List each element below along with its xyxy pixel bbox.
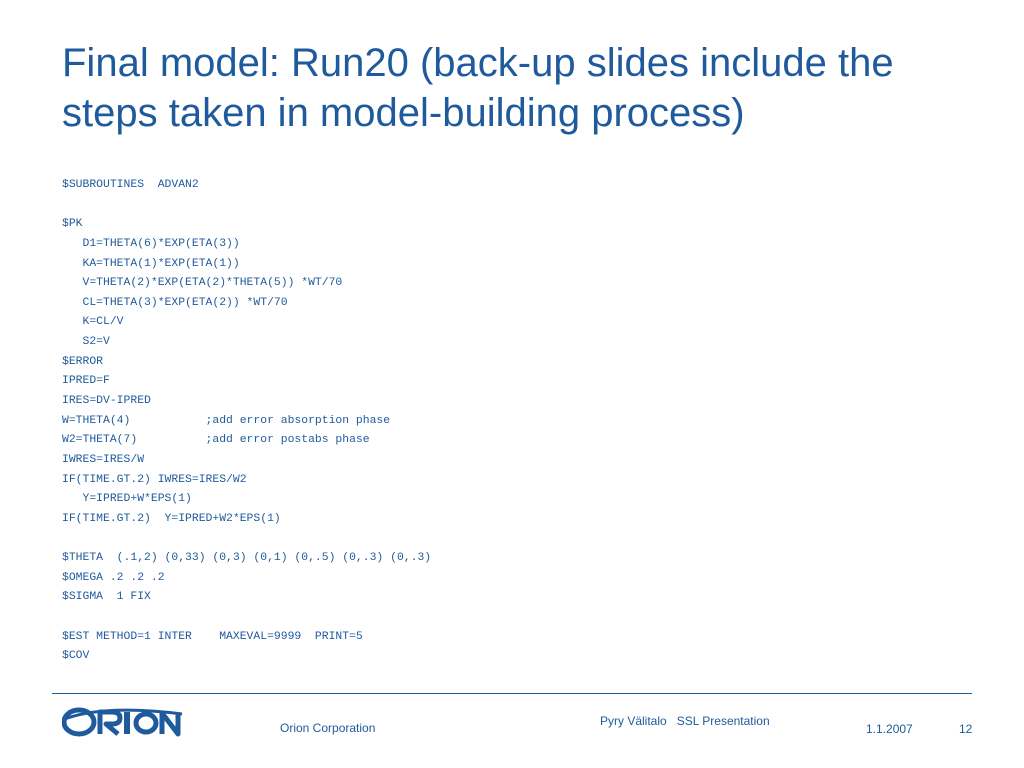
code-line: $SIGMA 1 FIX: [62, 591, 151, 604]
footer-divider: [52, 693, 972, 694]
code-line: V=THETA(2)*EXP(ETA(2)*THETA(5)) *WT/70: [62, 277, 343, 290]
footer-author: Pyry Välitalo SSL Presentation: [600, 714, 770, 728]
code-line: CL=THETA(3)*EXP(ETA(2)) *WT/70: [62, 296, 288, 309]
code-line: D1=THETA(6)*EXP(ETA(3)): [62, 237, 240, 250]
code-line: W=THETA(4) ;add error absorption phase: [62, 414, 391, 427]
code-line: Y=IPRED+W*EPS(1): [62, 493, 192, 506]
code-line: IF(TIME.GT.2) IWRES=IRES/W2: [62, 473, 247, 486]
orion-logo: [61, 706, 184, 743]
code-line: K=CL/V: [62, 316, 124, 329]
code-line: $ERROR: [62, 355, 104, 368]
code-line: IWRES=IRES/W: [62, 453, 145, 466]
code-line: S2=V: [62, 336, 110, 349]
code-line: IRES=DV-IPRED: [62, 395, 151, 408]
code-line: IPRED=F: [62, 375, 110, 388]
code-line: [62, 608, 431, 628]
code-line: IF(TIME.GT.2) Y=IPRED+W2*EPS(1): [62, 512, 281, 525]
code-line: [62, 530, 431, 550]
code-line: $PK: [62, 218, 83, 231]
footer-company: Orion Corporation: [280, 721, 376, 735]
footer-page-number: 12: [959, 722, 973, 736]
code-line: W2=THETA(7) ;add error postabs phase: [62, 434, 370, 447]
code-line: KA=THETA(1)*EXP(ETA(1)): [62, 257, 240, 270]
code-line: $THETA (.1,2) (0,33) (0,3) (0,1) (0,.5) …: [62, 552, 432, 565]
code-line: $OMEGA .2 .2 .2: [62, 571, 165, 584]
footer-date: 1.1.2007: [866, 722, 913, 736]
code-line: $SUBROUTINES ADVAN2: [62, 179, 199, 191]
slide-title: Final model: Run20 (back-up slides inclu…: [62, 41, 894, 135]
code-line: $COV: [62, 650, 90, 663]
code-line: $EST METHOD=1 INTER MAXEVAL=9999 PRINT=5: [62, 630, 363, 643]
code-block: $SUBROUTINES ADVAN2 $PK D1=THETA(6)*EXP(E…: [62, 176, 431, 667]
code-line: [62, 196, 431, 216]
